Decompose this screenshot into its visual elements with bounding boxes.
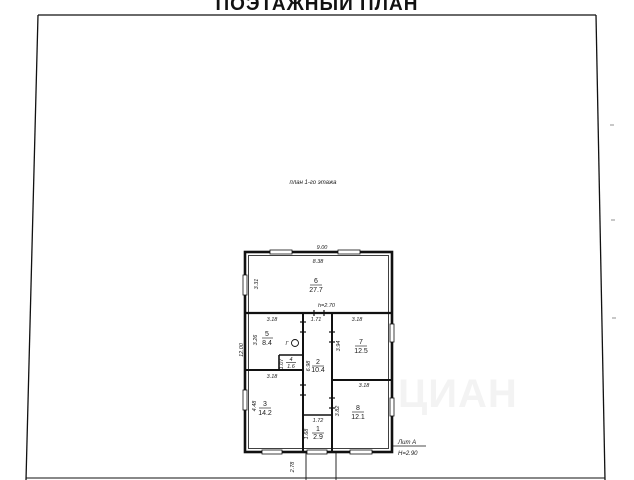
dim-room8-width: 3.18	[359, 383, 371, 389]
lit-height: H=2.90	[398, 451, 418, 457]
room-area: 2.9	[313, 434, 323, 441]
dimension-labels: 9.00 8.38 12.00 3.31 3.18 1.71 3.18 3.26…	[239, 245, 370, 473]
dim-room3-width: 3.18	[267, 374, 279, 380]
room-7: 7 12.5	[354, 339, 368, 355]
room-number: 6	[314, 278, 318, 285]
room-number: 3	[263, 401, 267, 408]
room-6: 6 27.7	[309, 278, 323, 294]
watermark-text: ЦИАН	[398, 372, 518, 416]
scan-edge-marks	[610, 124, 616, 319]
sheet-frame	[25, 14, 606, 480]
svg-text:Г: Г	[286, 341, 290, 347]
room-area: 8.4	[262, 340, 272, 347]
room-1: 1 2.9	[312, 426, 324, 441]
plan-title: план 1-го этажа	[290, 180, 338, 186]
room-number: 4	[289, 357, 292, 363]
room-area: 1.6	[287, 364, 296, 370]
room-area: 12.5	[354, 348, 368, 355]
dim-room5-width: 3.18	[267, 317, 279, 323]
room-3: 3 14.2	[258, 401, 272, 417]
room-8: 8 12.1	[351, 405, 365, 421]
plan-header-title: ПОЭТАЖНЫЙ ПЛАН	[215, 0, 419, 15]
wall-openings	[242, 249, 395, 455]
dim-room1-width: 1.72	[313, 418, 324, 424]
dim-room7-width: 3.18	[352, 317, 364, 323]
dim-room3-height: 4.48	[252, 400, 258, 412]
dim-room7-height: 3.94	[336, 341, 342, 352]
dim-room4-height: 1.07	[279, 358, 285, 370]
dim-room5-height: 3.26	[253, 334, 259, 346]
room-area: 12.1	[351, 414, 365, 421]
dim-left-height: 12.00	[239, 342, 245, 357]
room-number: 2	[316, 359, 320, 366]
room-5: 5 8.4	[262, 331, 273, 347]
door-marks	[300, 310, 335, 409]
boiler-symbol: Г	[286, 339, 299, 347]
dim-room8-height: 3.82	[335, 406, 341, 417]
dim-outer-width: 9.00	[317, 245, 329, 251]
ceiling-height-label: h=2.70	[318, 303, 336, 309]
room-area: 10.4	[311, 367, 325, 374]
room-number: 7	[359, 339, 363, 346]
dim-room6-height: 3.31	[254, 279, 260, 290]
room-number: 1	[316, 426, 320, 433]
room-4: 4 1.6	[286, 357, 296, 370]
dim-corridor-height: 6.98	[306, 360, 312, 372]
lit-name: Лит А	[397, 440, 416, 446]
porch-lines	[305, 452, 337, 480]
dim-corridor-width: 1.71	[311, 317, 322, 323]
room-number: 5	[265, 331, 269, 338]
room-area: 14.2	[258, 410, 272, 417]
dim-room1-height: 1.68	[304, 428, 310, 440]
room-number: 8	[356, 405, 360, 412]
room-2: 2 10.4	[311, 359, 325, 374]
dim-porch-length: 2.78	[290, 461, 296, 474]
room-area: 27.7	[309, 287, 323, 294]
dim-top-inner: 8.38	[313, 259, 325, 265]
